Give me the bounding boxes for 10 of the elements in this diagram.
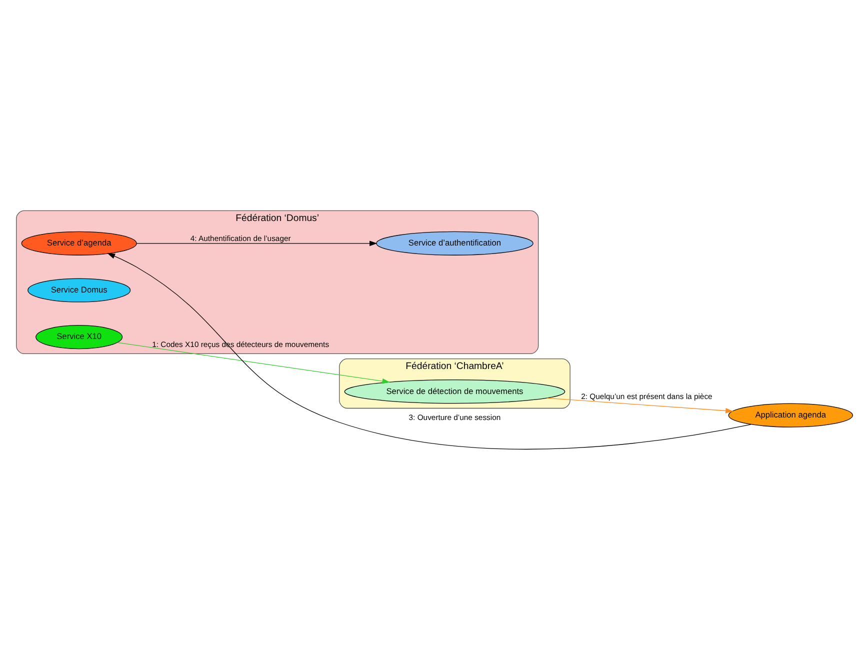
node-ellipse: Service d’authentification (376, 230, 534, 255)
arrow (546, 397, 734, 413)
node-ellipse: Service X10 (36, 324, 123, 349)
node-ellipse: Application agenda (728, 402, 854, 427)
node-ellipse: Service Domus (28, 278, 131, 302)
arrow (136, 240, 378, 246)
arrow (117, 342, 390, 384)
node-ellipse: Service d’agenda (21, 230, 137, 255)
node-ellipse: Service de détection de mouvements (344, 379, 566, 404)
arrow (107, 252, 752, 450)
